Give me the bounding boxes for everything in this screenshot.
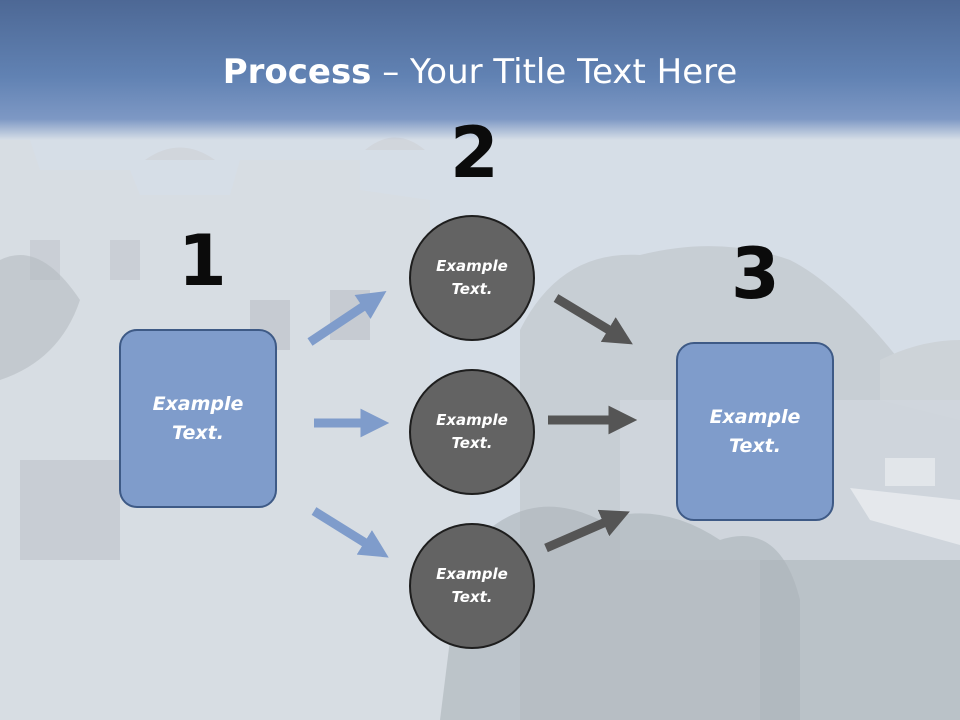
left-box-label: Example Text. (152, 393, 244, 444)
circle-top[interactable]: Example Text. (409, 215, 535, 341)
left-box[interactable]: Example Text. (119, 329, 277, 508)
circle-bottom-label: Example Text. (436, 564, 508, 606)
step-number-2: 2 (450, 112, 499, 194)
right-box-label: Example Text. (709, 406, 801, 457)
circle-middle[interactable]: Example Text. (409, 369, 535, 495)
step-number-3: 3 (731, 233, 780, 315)
title-bold: Process (222, 52, 372, 92)
title-rest: – Your Title Text Here (371, 52, 738, 92)
step-number-1: 1 (178, 220, 227, 302)
circle-middle-label: Example Text. (436, 410, 508, 452)
circle-top-label: Example Text. (436, 256, 508, 298)
title-band (0, 0, 960, 140)
slide-title: Process – Your Title Text Here (0, 52, 960, 92)
circle-bottom[interactable]: Example Text. (409, 523, 535, 649)
right-box[interactable]: Example Text. (676, 342, 834, 521)
